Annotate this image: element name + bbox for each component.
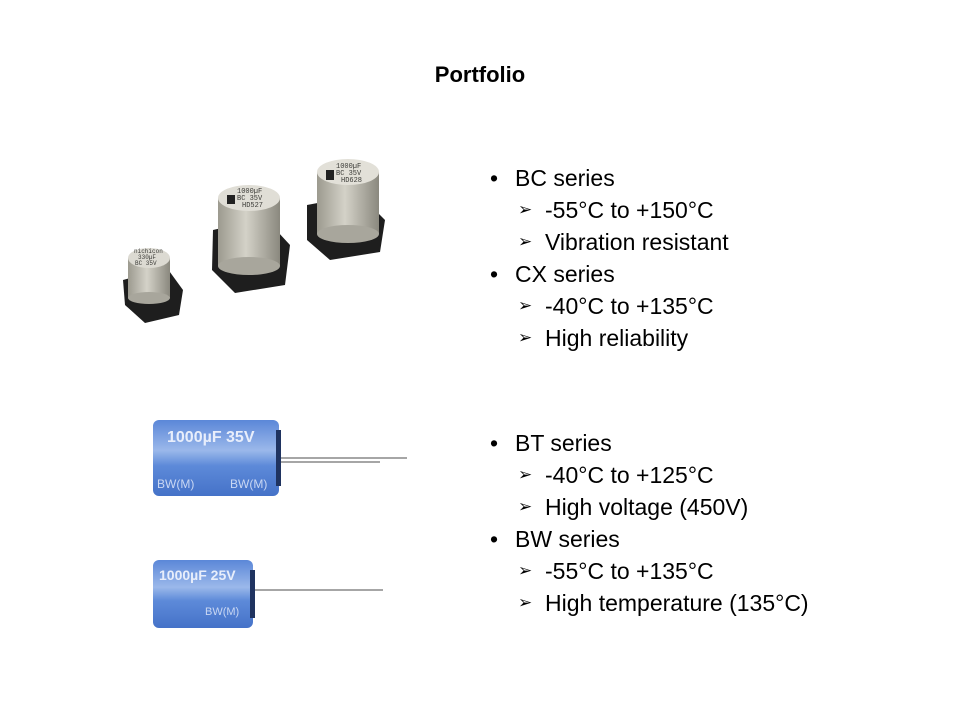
- smd-capacitors-photo: nichicon 330µF BC 35V 1000µF BC 35V HD52…: [123, 159, 385, 323]
- cap-lettering: BW(M): [205, 606, 239, 618]
- slide-title: Portfolio: [434, 62, 526, 87]
- cap-lettering: 1000µF: [336, 163, 361, 171]
- cap-lettering: 1000µF 35V: [167, 429, 255, 446]
- item-label: BT series: [515, 430, 612, 456]
- arrow-bullet-icon: ➢: [518, 497, 533, 516]
- cap-lettering: 330µF: [138, 254, 156, 261]
- list-item: • BW series: [488, 523, 809, 555]
- arrow-bullet-icon: ➢: [518, 328, 533, 347]
- arrow-bullet-icon: ➢: [518, 200, 533, 219]
- sub-item: ➢ Vibration resistant: [488, 226, 729, 258]
- cap-lettering: nichicon: [134, 248, 163, 255]
- sub-item: ➢ -55°C to +135°C: [488, 555, 809, 587]
- sub-label: -55°C to +150°C: [545, 197, 714, 223]
- small-capacitor: nichicon 330µF BC 35V: [123, 248, 183, 323]
- sub-item: ➢ -40°C to +135°C: [488, 290, 729, 322]
- sub-item: ➢ High reliability: [488, 322, 729, 354]
- sub-item: ➢ -55°C to +150°C: [488, 194, 729, 226]
- arrow-bullet-icon: ➢: [518, 465, 533, 484]
- sub-item: ➢ High voltage (450V): [488, 491, 809, 523]
- radial-capacitors-photo: 1000µF 35V BW(M) BW(M) 1000µF 25V BW(M): [153, 420, 407, 628]
- small-radial-capacitor: 1000µF 25V BW(M): [153, 560, 383, 628]
- cap-lettering: BC 35V: [135, 260, 157, 267]
- item-label: BW series: [515, 526, 620, 552]
- sub-label: -40°C to +135°C: [545, 293, 714, 319]
- arrow-bullet-icon: ➢: [518, 593, 533, 612]
- medium-capacitor: 1000µF BC 35V HD527: [212, 185, 290, 293]
- sub-label: Vibration resistant: [545, 229, 729, 255]
- cap-lettering: BW(M): [157, 477, 194, 491]
- item-label: BC series: [515, 165, 615, 191]
- sub-label: -55°C to +135°C: [545, 558, 714, 584]
- sub-item: ➢ High temperature (135°C): [488, 587, 809, 619]
- bullet-icon: •: [490, 430, 499, 456]
- sub-label: -40°C to +125°C: [545, 462, 714, 488]
- arrow-bullet-icon: ➢: [518, 296, 533, 315]
- bullet-icon: •: [490, 526, 499, 552]
- large-radial-capacitor: 1000µF 35V BW(M) BW(M): [153, 420, 407, 496]
- arrow-bullet-icon: ➢: [518, 561, 533, 580]
- list-item: • CX series: [488, 258, 729, 290]
- bullet-list-1: • BC series ➢ -55°C to +150°C ➢ Vibration r…: [488, 162, 729, 354]
- cap-lettering: HD527: [242, 202, 263, 210]
- item-label: CX series: [515, 261, 615, 287]
- cap-lettering: 1000µF: [237, 188, 262, 196]
- bullet-list-2: • BT series ➢ -40°C to +125°C ➢ High voltag…: [488, 427, 809, 619]
- list-item: • BC series: [488, 162, 729, 194]
- bullet-icon: •: [490, 261, 499, 287]
- large-capacitor: 1000µF BC 35V HD628: [307, 159, 385, 260]
- sub-item: ➢ -40°C to +125°C: [488, 459, 809, 491]
- cap-lettering: BC 35V: [336, 170, 362, 178]
- cap-lettering: HD628: [341, 177, 362, 185]
- cap-lettering: 1000µF 25V: [159, 567, 236, 583]
- cap-lettering: BW(M): [230, 477, 267, 491]
- arrow-bullet-icon: ➢: [518, 232, 533, 251]
- sub-label: High voltage (450V): [545, 494, 749, 520]
- sub-label: High reliability: [545, 325, 689, 351]
- cap-lettering: BC 35V: [237, 195, 263, 203]
- list-item: • BT series: [488, 427, 809, 459]
- bullet-icon: •: [490, 165, 499, 191]
- sub-label: High temperature (135°C): [545, 590, 809, 616]
